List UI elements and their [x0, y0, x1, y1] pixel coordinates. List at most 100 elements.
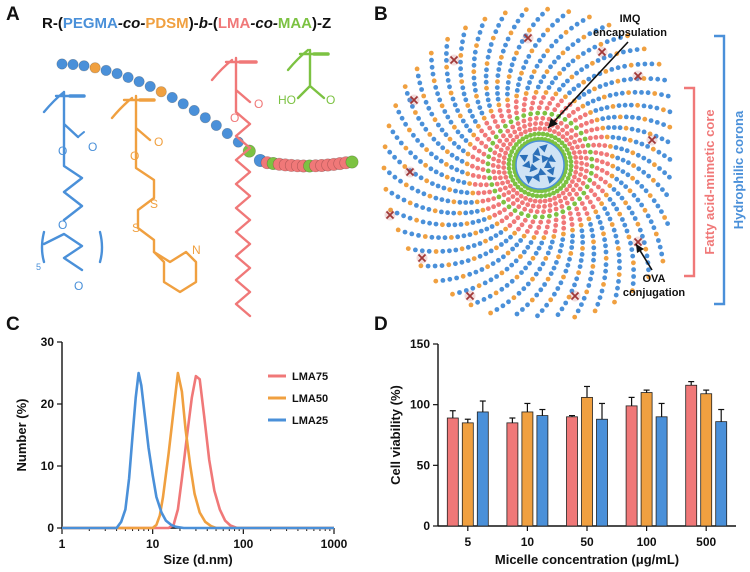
micelle-bead — [567, 141, 572, 147]
micelle-bead — [591, 181, 597, 186]
micelle-bead — [521, 118, 527, 124]
micelle-bead — [514, 115, 520, 121]
micelle-bead — [484, 182, 489, 188]
micelle-bead — [488, 310, 493, 316]
micelle-bead — [538, 219, 544, 225]
micelle-bead — [452, 124, 457, 130]
micelle-bead — [609, 80, 615, 86]
micelle-bead — [635, 127, 641, 133]
micelle-bead — [529, 297, 535, 303]
micelle-bead — [650, 146, 656, 152]
x-tick-label: 10 — [521, 535, 535, 549]
micelle-bead — [431, 136, 437, 142]
micelle-bead — [574, 21, 580, 27]
micelle-bead — [564, 147, 570, 153]
micelle-bead — [505, 179, 511, 185]
micelle-bead — [546, 85, 552, 90]
micelle-bead — [451, 141, 457, 146]
micelle-bead — [387, 149, 393, 155]
micelle-bead — [459, 246, 465, 252]
micelle-bead — [525, 229, 530, 234]
bead — [188, 105, 200, 117]
micelle-bead — [582, 149, 588, 155]
micelle-bead — [627, 137, 633, 143]
micelle-bead — [464, 221, 470, 227]
micelle-bead — [472, 49, 478, 55]
y-tick-label: 0 — [47, 521, 54, 535]
micelle-bead — [565, 46, 571, 52]
micelle-bead — [542, 126, 548, 132]
micelle-bead — [517, 139, 522, 144]
micelle-bead — [415, 138, 420, 143]
micelle-bead — [615, 246, 621, 251]
micelle-bead — [651, 177, 656, 183]
imq-core-sphere — [515, 140, 565, 190]
micelle-bead — [593, 173, 599, 179]
micelle-bead — [504, 283, 510, 288]
micelle-bead — [639, 184, 645, 189]
micelle-bead — [433, 85, 439, 90]
y-tick-label: 50 — [417, 458, 431, 472]
micelle-bead — [573, 117, 578, 123]
micelle-bead — [596, 196, 601, 202]
micelle-bead — [474, 43, 479, 48]
micelle-bead — [597, 295, 603, 300]
micelle-bead — [589, 119, 595, 124]
micelle-bead — [525, 302, 530, 308]
micelle-bead — [593, 108, 599, 113]
micelle-bead — [497, 108, 503, 113]
micelle-bead — [556, 131, 562, 137]
micelle-bead — [523, 196, 528, 201]
micelle-bead — [475, 299, 480, 305]
micelle-bead — [639, 202, 644, 208]
micelle-bead — [457, 113, 463, 119]
micelle-bead — [594, 126, 600, 132]
micelle-bead — [610, 134, 616, 140]
micelle-bead — [559, 140, 565, 146]
polymer-formula: R-(PEGMA-co-PDSM)-b-(LMA-co-MAA)-Z — [42, 15, 331, 32]
micelle-bead — [416, 233, 421, 238]
imq-arrowhead — [548, 118, 558, 128]
bar-lma75-500 — [685, 384, 698, 527]
micelle-bead — [569, 245, 575, 250]
micelle-bead — [603, 255, 609, 261]
micelle-bead — [447, 136, 453, 142]
micelle-bead — [591, 142, 596, 148]
micelle-bead — [541, 95, 546, 100]
micelle-bead — [590, 264, 596, 269]
micelle-bead — [397, 159, 402, 165]
micelle-bead — [514, 88, 520, 93]
micelle-bead — [646, 274, 652, 280]
pegma-o-ether: O — [58, 218, 67, 232]
micelle-bead — [564, 200, 570, 206]
micelle-bead — [599, 168, 605, 173]
micelle-bead — [514, 142, 519, 147]
micelle-bead — [665, 93, 671, 99]
micelle-bead — [572, 174, 577, 180]
micelle-bead — [541, 209, 546, 215]
micelle-bead — [555, 124, 560, 130]
micelle-bead — [600, 25, 605, 31]
micelle-bead — [557, 87, 562, 92]
micelle-bead — [606, 125, 611, 130]
polymer-bead-chain — [56, 58, 359, 173]
micelle-bead — [547, 208, 553, 214]
micelle-bead — [548, 297, 554, 303]
micelle-bead — [564, 131, 570, 136]
micelle-bead — [467, 141, 473, 147]
micelle-bead — [518, 131, 524, 137]
micelle-bead — [497, 187, 503, 193]
micelle-bead — [504, 137, 510, 143]
micelle-bead — [563, 29, 569, 35]
micelle-bead — [523, 265, 528, 271]
micelle-bead — [618, 35, 623, 40]
micelle-bead — [545, 48, 550, 54]
micelle-bead — [530, 192, 536, 198]
bar-lma75-100 — [625, 405, 638, 527]
micelle-bead — [634, 179, 640, 185]
micelle-bead — [584, 211, 590, 217]
y-tick-label: 100 — [410, 398, 430, 412]
micelle-bead — [525, 244, 531, 250]
micelle-bead — [531, 69, 537, 74]
micelle-bead — [483, 251, 489, 257]
